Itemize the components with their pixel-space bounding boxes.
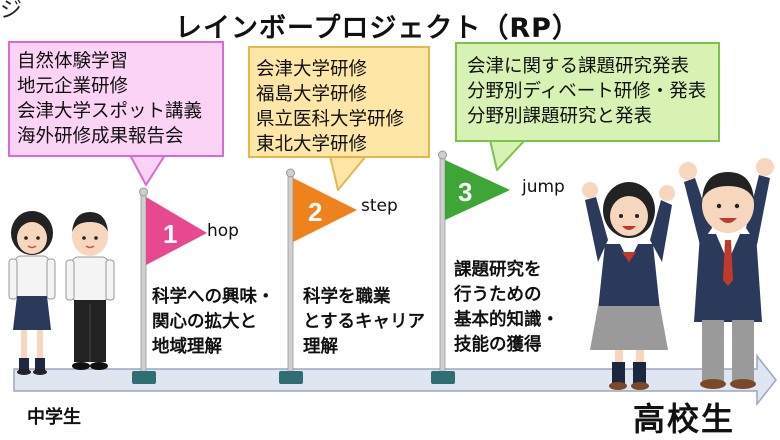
bubble-3-tail [489, 139, 526, 171]
stage-line: 理解 [303, 337, 338, 357]
bubble-line: 会津に関する課題研究発表 [467, 56, 690, 77]
bubble-line: 自然体験学習 [17, 51, 129, 72]
flag-3-banner [445, 160, 510, 220]
flag-1-number: 1 [163, 219, 177, 249]
diagram-title: レインボープロジェクト（RP） [175, 13, 580, 44]
stage-line: 地域理解 [152, 337, 222, 357]
timeline-arrow [13, 353, 777, 407]
stage-line: とするキャリア [303, 312, 425, 332]
axis-start-label: 中学生 [27, 407, 81, 428]
flag-1-word: hop [207, 221, 239, 241]
flag-step: 2 [279, 168, 357, 384]
stage-line: 科学への興味・ [152, 287, 275, 307]
flag-2-word: step [361, 196, 398, 216]
bubble-line: 地元企業研修 [17, 76, 129, 97]
bubble-hop-activities: 自然体験学習 地元企業研修 会津大学スポット講義 海外研修成果報告会 [8, 41, 224, 157]
stage-line: 基本的知識・ [454, 310, 559, 330]
bubble-2-tail [329, 155, 367, 191]
flag-2-banner [293, 178, 357, 242]
bubble-line: 海外研修成果報告会 [17, 126, 184, 147]
bubble-line: 会津大学スポット講義 [17, 101, 203, 122]
stage-line: 関心の拡大と [152, 312, 257, 332]
flag-1-pole [140, 192, 147, 374]
high-school-boy-illustration [679, 158, 774, 389]
stage-line: 科学を職業 [303, 287, 391, 307]
bubble-line: 分野別課題研究と発表 [467, 106, 653, 127]
flag-1-base [132, 371, 156, 384]
bubble-line: 分野別ディベート研修・発表 [467, 81, 707, 102]
stage-hop-description: 科学への興味・ 関心の拡大と 地域理解 [152, 285, 275, 360]
bubble-line: 県立医科大学研修 [256, 109, 405, 130]
bubble-line: 東北大学研修 [256, 134, 368, 155]
flag-2-base [279, 371, 303, 384]
stage-step-description: 科学を職業 とするキャリア 理解 [303, 285, 425, 360]
bubble-jump-activities: 会津に関する課題研究発表 分野別ディベート研修・発表 分野別課題研究と発表 [455, 42, 720, 142]
stage-line: 課題研究を [454, 260, 542, 280]
flag-hop: 1 [132, 187, 207, 384]
flag-3-word: jump [522, 177, 565, 197]
bubble-line: 会津大学研修 [256, 59, 368, 80]
middle-school-boy-illustration [65, 212, 115, 370]
flag-1-banner [146, 197, 207, 265]
high-school-girl-illustration [582, 182, 675, 390]
axis-end-label: 高校生 [633, 400, 736, 438]
corner-text: ジ [0, 0, 23, 23]
stage-jump-description: 課題研究を 行うための 基本的知識・ 技能の獲得 [454, 258, 559, 358]
stage-line: 技能の獲得 [454, 335, 542, 355]
flag-3-base [431, 371, 455, 384]
flag-2-number: 2 [308, 197, 322, 227]
stage-line: 行うための [454, 285, 542, 305]
flag-jump: 3 [431, 150, 510, 384]
bubble-line: 福島大学研修 [256, 84, 368, 105]
bubble-step-activities: 会津大学研修 福島大学研修 県立医科大学研修 東北大学研修 [248, 46, 430, 158]
flag-2-pole [287, 173, 294, 374]
bubble-1-tail [129, 154, 166, 186]
flag-3-number: 3 [458, 177, 472, 207]
flag-3-pole [439, 155, 446, 374]
middle-school-girl-illustration [8, 211, 56, 375]
